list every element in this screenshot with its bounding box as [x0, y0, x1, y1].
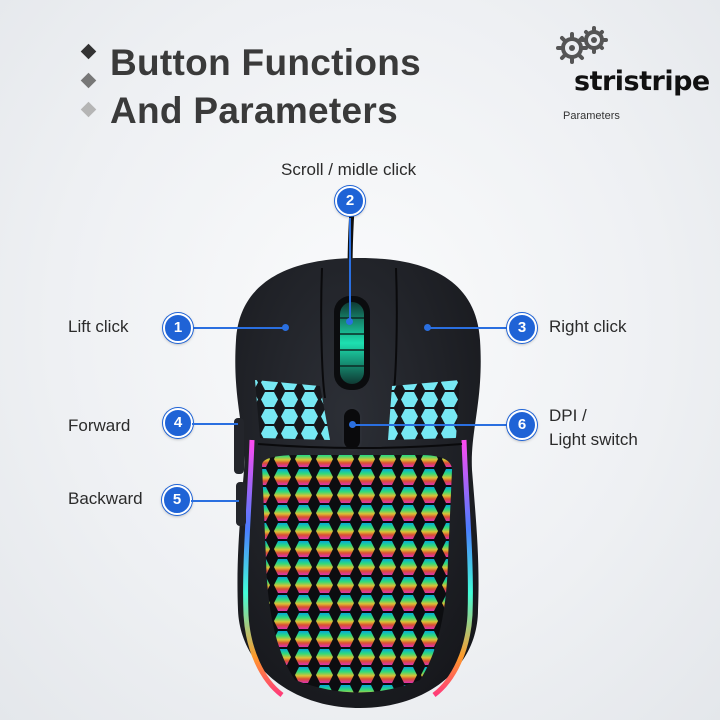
- leader-line: [192, 423, 238, 425]
- leader-line: [190, 327, 286, 329]
- heading-line-1: Button Functions: [110, 42, 422, 83]
- callout-badge-5: 5: [162, 485, 192, 515]
- label-right-click: Right click: [549, 317, 627, 336]
- leader-dot: [349, 421, 356, 428]
- label-forward: Forward: [68, 416, 131, 435]
- leader-line: [428, 327, 508, 329]
- label-left-click: Lift click: [68, 317, 129, 336]
- callout-badge-3: 3: [507, 313, 537, 343]
- leader-dot: [346, 318, 353, 325]
- label-light-switch: Light switch: [549, 430, 638, 449]
- callout-badge-2: 2: [335, 186, 365, 216]
- brand-name: stristripe: [574, 66, 710, 97]
- leader-line: [349, 218, 351, 322]
- leader-dot: [282, 324, 289, 331]
- leader-line: [354, 424, 508, 426]
- callout-badge-4: 4: [163, 408, 193, 438]
- callout-badge-6: 6: [507, 410, 537, 440]
- brand-tagline: Parameters: [563, 110, 620, 122]
- leader-line: [191, 500, 239, 502]
- label-backward: Backward: [68, 489, 143, 508]
- label-scroll-middle-click: Scroll / midle click: [281, 160, 417, 179]
- heading-line-2: And Parameters: [110, 90, 398, 131]
- leader-dot: [424, 324, 431, 331]
- gears-logo-icon: [556, 26, 608, 64]
- label-dpi: DPI /: [549, 406, 587, 425]
- callout-badge-1: 1: [163, 313, 193, 343]
